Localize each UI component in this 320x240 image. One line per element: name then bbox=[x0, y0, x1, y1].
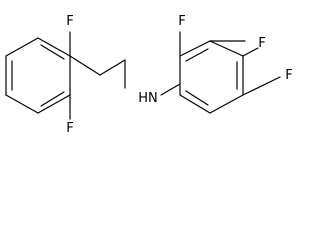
bond bbox=[209, 94, 244, 114]
double-bond-inner bbox=[185, 90, 209, 106]
bond bbox=[37, 94, 71, 114]
double-bond-inner bbox=[40, 44, 65, 60]
bond bbox=[5, 94, 39, 114]
bond bbox=[179, 40, 211, 57]
bond bbox=[69, 55, 101, 76]
bond bbox=[209, 40, 244, 57]
double-bond-inner bbox=[40, 91, 65, 107]
bond bbox=[179, 94, 211, 114]
bond bbox=[160, 83, 181, 96]
double-bond-inner bbox=[185, 48, 209, 62]
bond bbox=[99, 59, 126, 76]
bond bbox=[242, 47, 259, 57]
bond bbox=[242, 76, 281, 96]
fluorine-label: F bbox=[66, 14, 73, 29]
bond bbox=[5, 37, 39, 57]
fluorine-label: F bbox=[66, 121, 73, 136]
left-ring bbox=[5, 37, 71, 114]
right-ring bbox=[179, 40, 244, 114]
fluorine-label: F bbox=[285, 68, 292, 83]
bond bbox=[37, 37, 71, 57]
structure-diagram: F F HN F F F bbox=[5, 14, 293, 136]
fluorine-label: F bbox=[178, 14, 185, 29]
amine-label: HN bbox=[138, 91, 158, 106]
fluorine-label: F bbox=[258, 36, 265, 51]
